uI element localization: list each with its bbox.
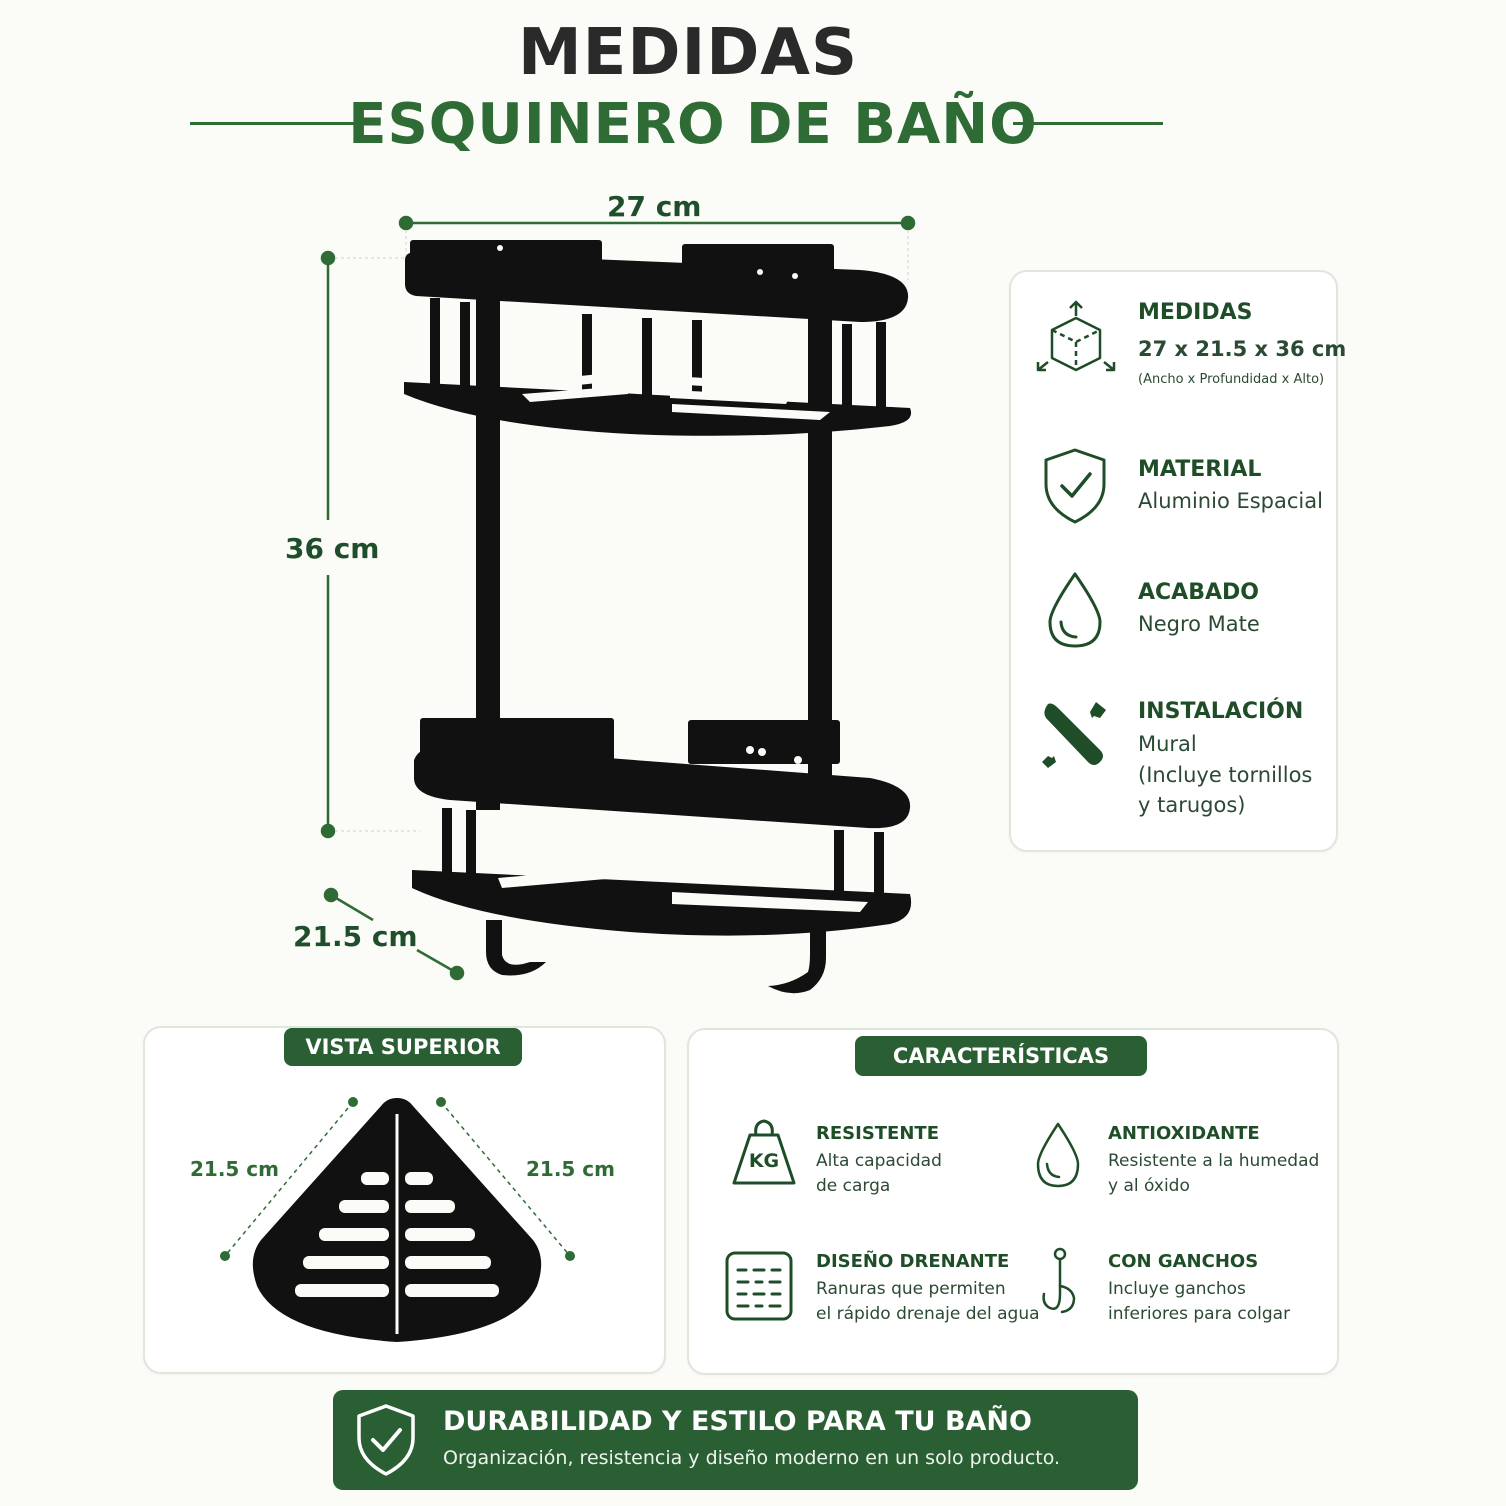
corner-shelf-illustration xyxy=(404,240,912,994)
feature-line2-ganchos: inferiores para colgar xyxy=(1108,1304,1291,1324)
width-dimension-label: 27 cm xyxy=(607,190,702,223)
feature-resistente-icon-wrap: KG xyxy=(728,1117,800,1189)
kettlebell-kg-icon xyxy=(732,1119,796,1185)
top-view-illustration xyxy=(220,1097,575,1342)
feature-title-drenante: DISEÑO DRENANTE xyxy=(816,1251,1010,1272)
feature-title-ganchos: CON GANCHOS xyxy=(1108,1251,1259,1272)
spec-title-instalacion: INSTALACIÓN xyxy=(1138,699,1304,724)
kettlebell-kg-text: KG xyxy=(748,1150,780,1172)
banner-shield-check-icon xyxy=(357,1404,415,1476)
shield-check-icon xyxy=(1044,448,1106,524)
banner-text: Organización, resistencia y diseño moder… xyxy=(443,1447,1061,1469)
page-title: MEDIDAS xyxy=(517,16,859,90)
specs-card xyxy=(1009,270,1338,852)
spec-value-medidas: 27 x 21.5 x 36 cm xyxy=(1138,337,1347,361)
features-label: CARACTERÍSTICAS xyxy=(855,1036,1147,1076)
top-view-left-dim: 21.5 cm xyxy=(190,1157,280,1181)
cube-dimensions-icon xyxy=(1036,300,1116,372)
feature-title-resistente: RESISTENTE xyxy=(816,1123,939,1144)
spec-title-medidas: MEDIDAS xyxy=(1138,300,1253,325)
spec-value-instalacion-3: y tarugos) xyxy=(1138,793,1246,817)
top-view-label: VISTA SUPERIOR xyxy=(284,1028,522,1066)
spec-value-acabado: Negro Mate xyxy=(1138,612,1260,636)
hook-icon xyxy=(1042,1247,1076,1314)
top-view-right-dim: 21.5 cm xyxy=(526,1157,616,1181)
features-card xyxy=(687,1028,1339,1375)
feature-line1-ganchos: Incluye ganchos xyxy=(1108,1279,1246,1299)
feature-line2-drenante: el rápido drenaje del agua xyxy=(816,1304,1040,1324)
page-subtitle: ESQUINERO DE BAÑO xyxy=(348,92,1038,157)
spec-value-instalacion-2: (Incluye tornillos xyxy=(1138,763,1313,787)
feature-line1-antioxidante: Resistente a la humedad xyxy=(1108,1151,1320,1171)
spec-value-material: Aluminio Espacial xyxy=(1138,489,1323,513)
feature-line2-antioxidante: y al óxido xyxy=(1108,1176,1190,1196)
antioxidante-water-drop-icon xyxy=(1036,1122,1080,1188)
banner-title: DURABILIDAD Y ESTILO PARA TU BAÑO xyxy=(443,1406,1032,1437)
height-dimension-label: 36 cm xyxy=(285,532,380,565)
feature-line1-drenante: Ranuras que permiten xyxy=(816,1279,1006,1299)
feature-line2-resistente: de carga xyxy=(816,1176,891,1196)
spec-title-acabado: ACABADO xyxy=(1138,580,1259,605)
durability-banner: DURABILIDAD Y ESTILO PARA TU BAÑO Organi… xyxy=(333,1390,1138,1490)
spec-value-instalacion: Mural xyxy=(1138,732,1197,756)
drain-grid-icon xyxy=(725,1251,793,1321)
spec-note-medidas: (Ancho x Profundidad x Alto) xyxy=(1138,372,1325,387)
feature-line1-resistente: Alta capacidad xyxy=(816,1151,942,1171)
tools-icon xyxy=(1042,702,1106,768)
dimension-lines xyxy=(320,215,916,981)
feature-title-antioxidante: ANTIOXIDANTE xyxy=(1108,1123,1260,1144)
title-rule-right xyxy=(1013,122,1163,125)
title-rule-left xyxy=(190,122,368,125)
depth-dimension-label: 21.5 cm xyxy=(293,920,418,953)
water-drop-icon xyxy=(1048,572,1102,648)
spec-title-material: MATERIAL xyxy=(1138,457,1262,482)
